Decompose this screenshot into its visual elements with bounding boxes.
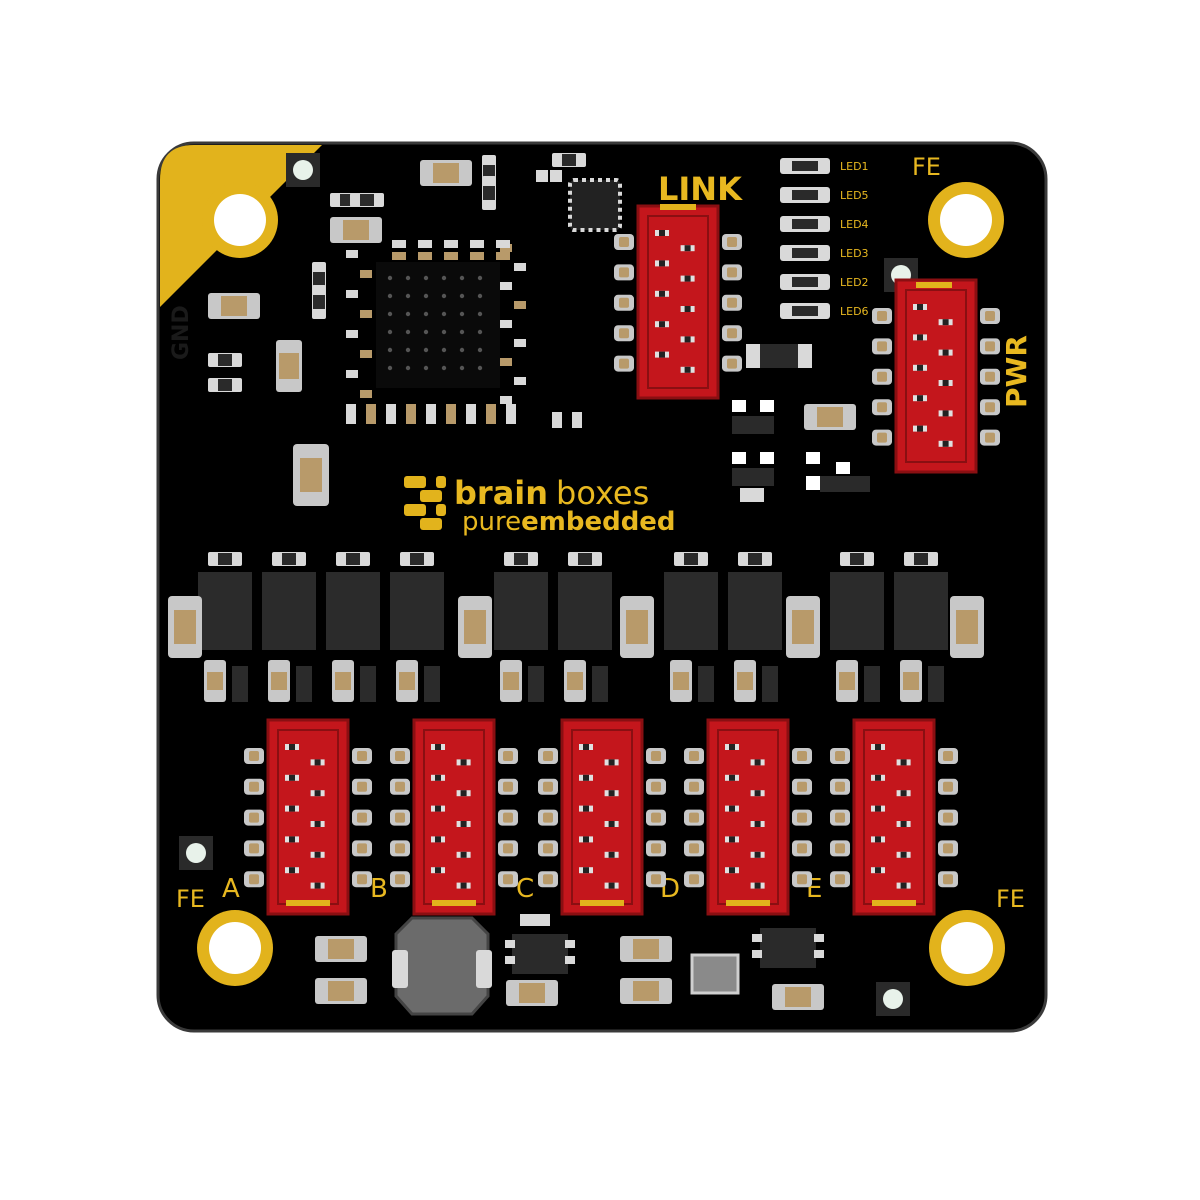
port-label-c: C [516, 874, 534, 904]
power-inductor [392, 916, 492, 1016]
port-connector-b [390, 718, 518, 916]
port-connector-a [244, 718, 372, 916]
logo-word-pure: pure [462, 507, 521, 537]
fe-label-top-right: FE [912, 153, 941, 181]
driver-ic [390, 552, 444, 702]
fiducial-bottom-right [876, 982, 910, 1016]
led-label: LED4 [840, 218, 869, 231]
led-led5: LED5 [780, 187, 869, 203]
driver-ic [198, 552, 252, 702]
logo-word-brain: brain [454, 474, 548, 512]
driver-ic [830, 552, 884, 702]
svg-text:pureembedded: pureembedded [462, 507, 676, 537]
led-led1: LED1 [780, 158, 869, 174]
driver-ic [262, 552, 316, 702]
tantalum-cap [690, 953, 740, 995]
driver-ic [728, 552, 782, 702]
driver-ic [664, 552, 718, 702]
port-connector-c [538, 718, 666, 916]
mounting-hole-bottom-left [197, 910, 273, 986]
driver-ic [326, 552, 380, 702]
transistor-2 [732, 452, 774, 486]
mounting-hole-top-right [928, 182, 1004, 258]
mounting-hole-bottom-right [929, 910, 1005, 986]
transistor-3 [806, 452, 870, 492]
port-connector-e [830, 718, 958, 916]
transistor-1 [732, 400, 774, 434]
led-label: LED5 [840, 189, 869, 202]
driver-ic [894, 552, 948, 702]
link-connector [614, 204, 742, 400]
driver-ic [494, 552, 548, 702]
pwr-connector [872, 278, 1000, 474]
fe-label-bottom-right: FE [996, 885, 1025, 913]
led-led4: LED4 [780, 216, 869, 232]
led-led6: LED6 [780, 303, 869, 319]
bga-module [346, 240, 582, 428]
led-led3: LED3 [780, 245, 869, 261]
logo-mark-icon [404, 476, 446, 530]
driver-ic-row [168, 552, 984, 702]
fiducial-top-left [286, 153, 320, 187]
led-label: LED1 [840, 160, 869, 173]
logo-word-embedded: embedded [521, 507, 675, 537]
mounting-hole-top-left [202, 182, 278, 258]
qfn-chip [568, 178, 622, 232]
port-connectors [244, 718, 958, 916]
soic-ic-left [505, 914, 575, 974]
port-label-a: A [222, 874, 240, 904]
gnd-label: GND [169, 305, 194, 360]
driver-ic [558, 552, 612, 702]
port-label-b: B [370, 874, 388, 904]
fe-label-bottom-left: FE [176, 885, 205, 913]
pwr-label: PWR [1000, 335, 1033, 408]
led-led2: LED2 [780, 274, 869, 290]
soic-ic-right [752, 928, 824, 968]
fiducial-bottom-left [179, 836, 213, 870]
led-label: LED3 [840, 247, 869, 260]
led-label: LED6 [840, 305, 869, 318]
led-label: LED2 [840, 276, 869, 289]
port-connector-d [684, 718, 812, 916]
link-label: LINK [658, 170, 743, 208]
logo-word-boxes: boxes [556, 474, 649, 512]
